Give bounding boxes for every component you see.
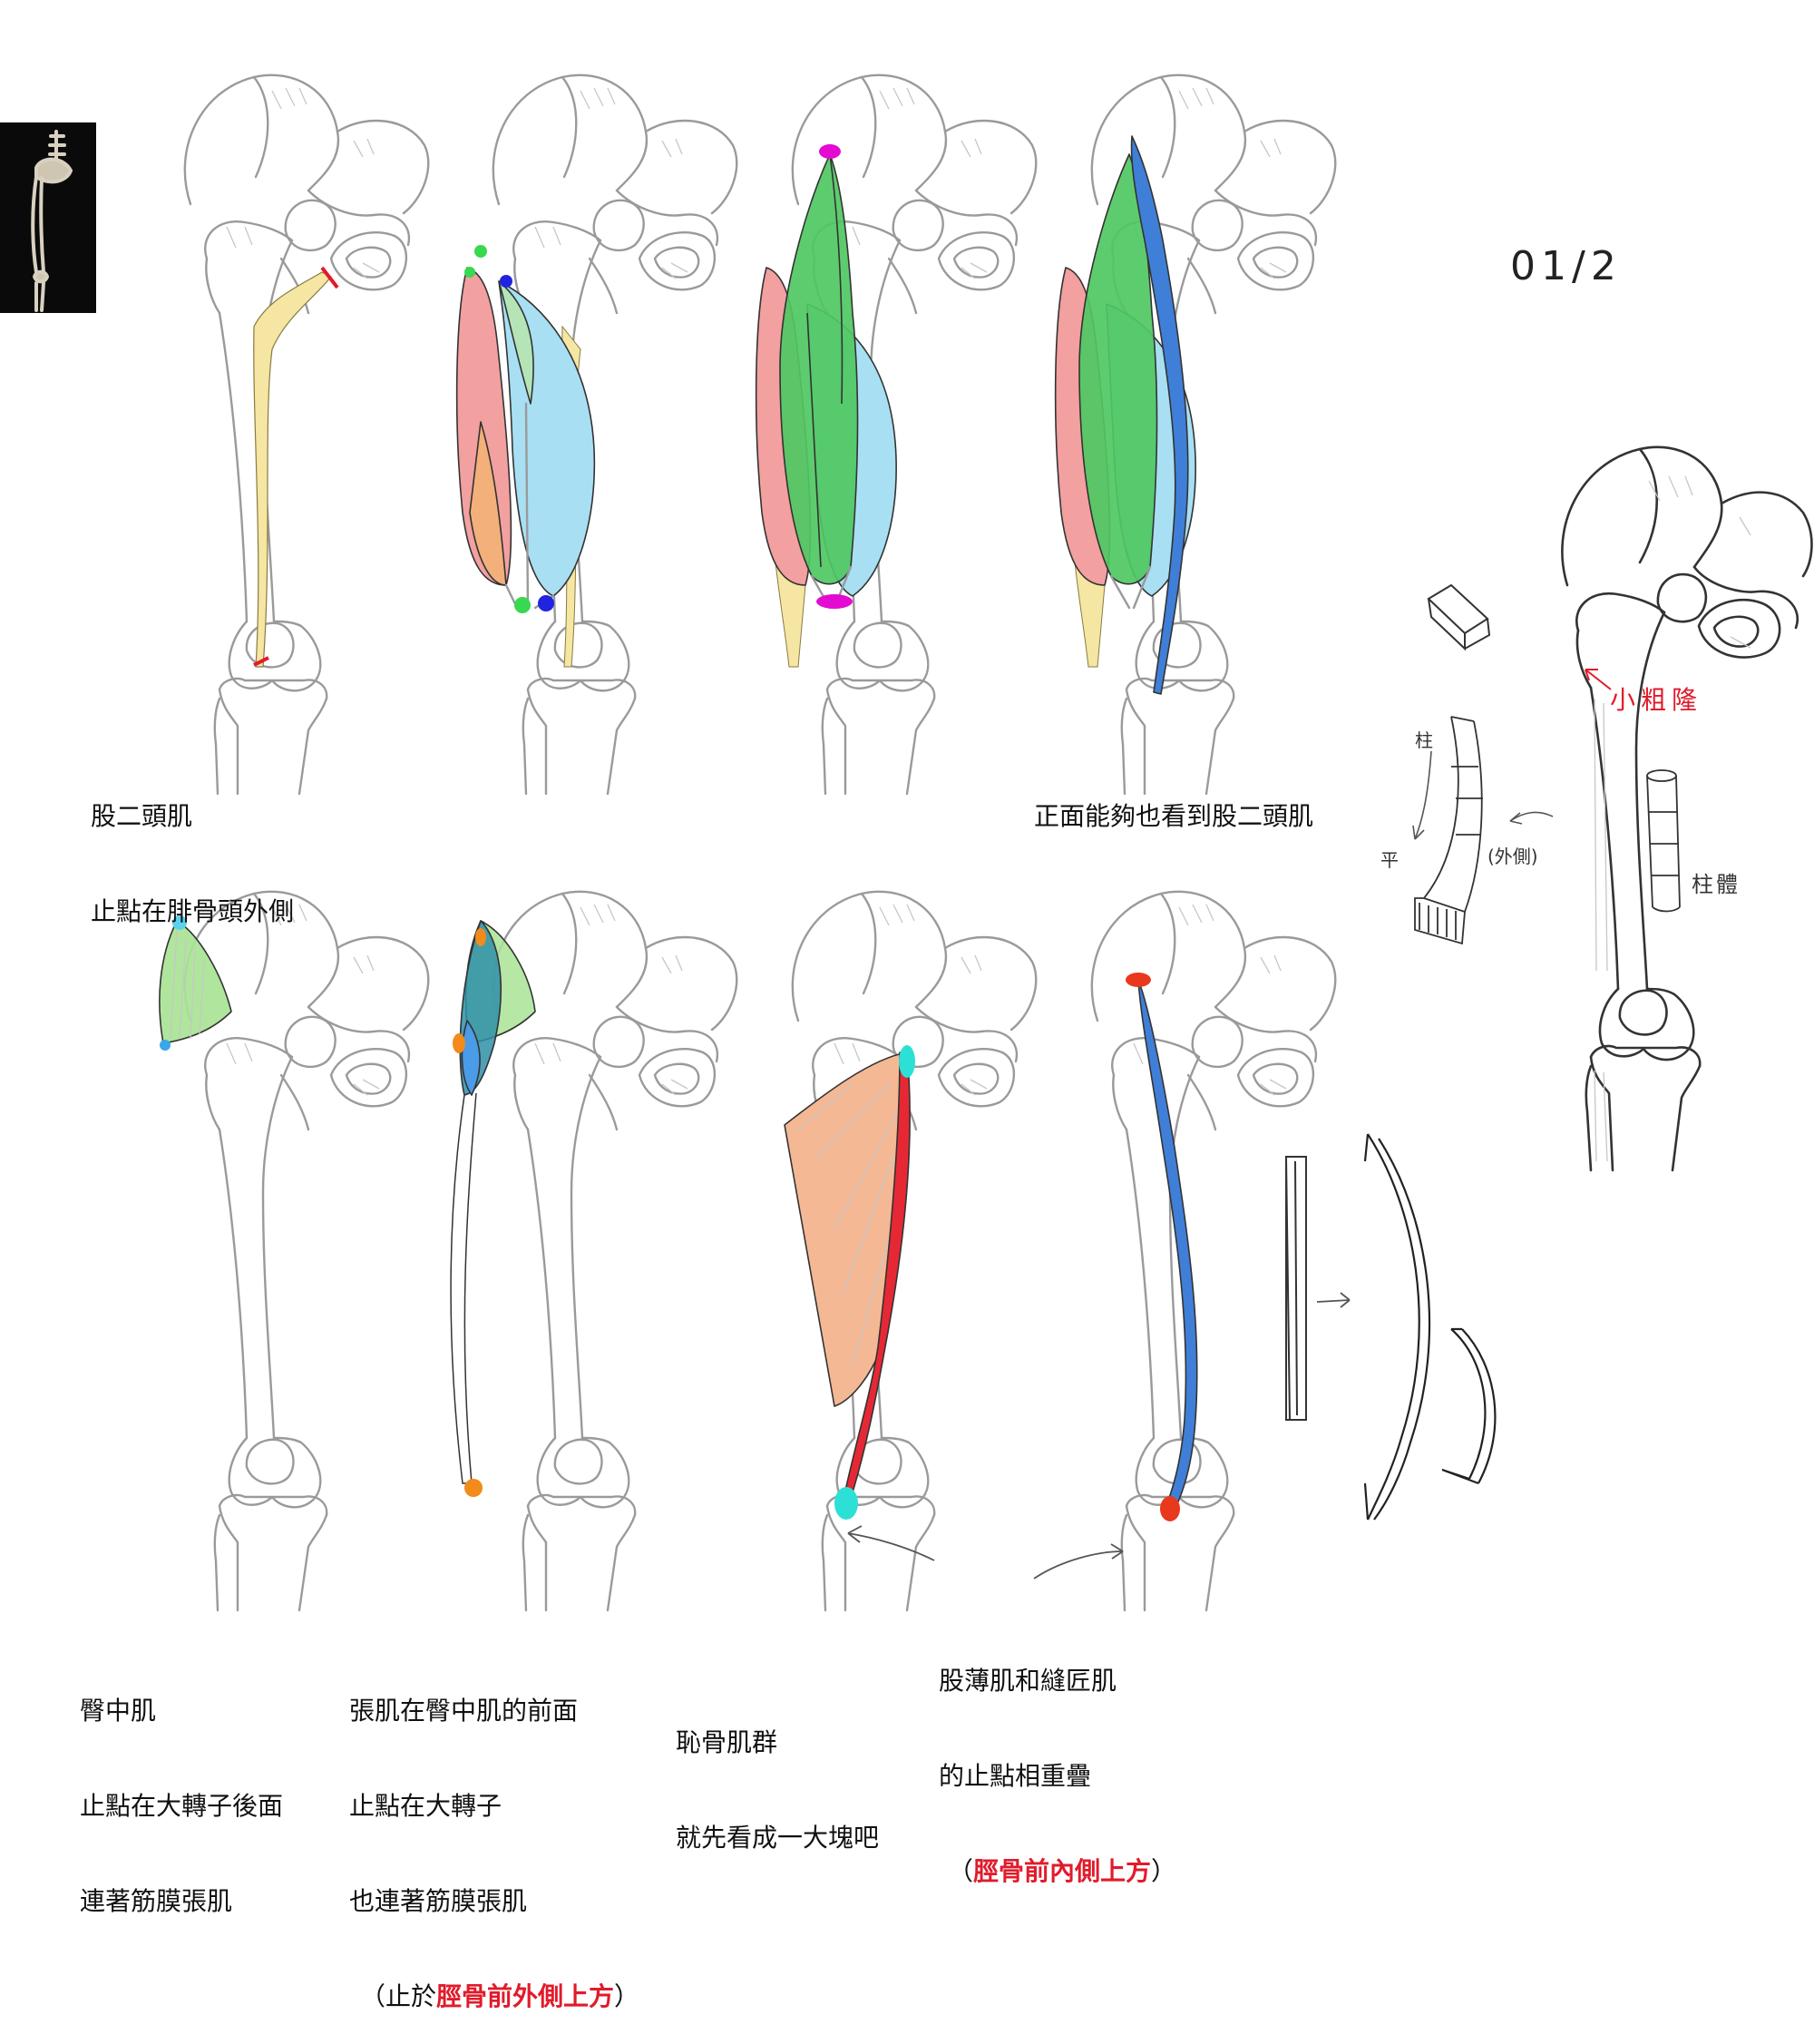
caption-line: 止點在腓骨頭外側	[91, 896, 295, 926]
caption-line: （止於脛骨前外側上方）	[349, 1980, 639, 2012]
sketch-femur	[1561, 445, 1813, 1172]
origin-marker-blue	[500, 275, 512, 288]
trochanter-marker-orange	[453, 1033, 465, 1053]
caption-line: （脛骨前內側上方）	[939, 1855, 1176, 1887]
panel-front-view-biceps	[1054, 73, 1337, 796]
page-number: 01/2	[1510, 243, 1622, 289]
panel-tensor-fasciae-latae	[450, 890, 738, 1612]
caption-text: （	[948, 1856, 974, 1886]
panel-gluteus-medius	[159, 890, 430, 1612]
arrow-column-to-flat	[1412, 750, 1432, 840]
arrow-straight-to-curved	[1316, 1292, 1351, 1308]
shape-straight	[1285, 1156, 1307, 1421]
biceps-femoris-tendon	[253, 271, 332, 668]
insertion-marker-blue	[538, 595, 554, 611]
anatomy-illustration	[0, 73, 1813, 1612]
caption-highlight: 脛骨前內側上方	[973, 1856, 1152, 1886]
shape-curved-large	[1363, 1133, 1431, 1521]
column-sketch-curved	[1414, 716, 1483, 945]
caption-line: 就先看成一大塊吧	[676, 1823, 880, 1853]
caption-line: 正面能夠也看到股二頭肌	[1034, 801, 1314, 831]
caption-pubic-group: 恥骨肌群 就先看成一大塊吧	[676, 1663, 879, 1885]
caption-line: 恥骨肌群	[676, 1727, 778, 1757]
note-lesser-trochanter: 小粗隆	[1610, 685, 1703, 715]
insertion-marker-cyan	[160, 1040, 171, 1051]
origin-marker-red	[1126, 973, 1151, 987]
caption-line: 股二頭肌	[91, 801, 193, 831]
note-column: 柱	[1415, 729, 1433, 751]
caption-line: 止點在大轉子	[349, 1791, 502, 1821]
origin-marker-orange	[475, 928, 486, 946]
caption-line: 臀中肌	[80, 1696, 157, 1726]
insertion-marker-green	[514, 597, 531, 613]
panel-rectus-femoris	[755, 73, 1038, 796]
caption-line: 連著筋膜張肌	[80, 1886, 233, 1916]
insertion-marker-cyan	[834, 1487, 858, 1520]
box-sketch	[1427, 583, 1491, 651]
caption-text: ）	[1151, 1856, 1177, 1886]
origin-marker-cyan	[172, 915, 187, 930]
arrow-to-insertion-right	[1033, 1543, 1124, 1579]
panel-biceps-femoris	[183, 73, 430, 796]
caption-biceps-femoris: 股二頭肌 止點在腓骨頭外側	[91, 737, 294, 959]
caption-text: （止於	[360, 1981, 437, 2011]
panel-gracilis-sartorius	[1090, 890, 1337, 1612]
arrow-lateral	[1509, 811, 1554, 825]
note-flat: 平	[1380, 849, 1399, 871]
caption-highlight: 脛骨前外側上方	[436, 1981, 615, 2011]
note-column-body: 柱體	[1692, 872, 1741, 897]
origin-marker-green	[474, 245, 487, 258]
caption-front-view: 正面能夠也看到股二頭肌	[1034, 737, 1313, 864]
arrow-to-insertion-left	[847, 1525, 935, 1561]
rectus-femoris	[779, 153, 859, 585]
panel-adductors	[784, 890, 1038, 1612]
skeleton-reference-thumbnail	[0, 122, 96, 313]
caption-line: 股薄肌和縫匠肌	[939, 1666, 1117, 1696]
origin-marker-magenta	[819, 144, 841, 159]
note-lateral: (外側)	[1487, 846, 1538, 867]
shape-curved-small	[1441, 1327, 1497, 1485]
origin-marker-red	[320, 266, 339, 289]
caption-line: 也連著筋膜張肌	[349, 1886, 528, 1916]
panel-quadriceps	[455, 73, 738, 796]
arrow-lesser-trochanter	[1585, 669, 1612, 690]
caption-gluteus-medius: 臀中肌 止點在大轉子後面 連著筋膜張肌	[80, 1631, 283, 1949]
caption-line: 張肌在臀中肌的前面	[349, 1696, 579, 1726]
origin-marker-cyan	[899, 1045, 915, 1078]
caption-tensor-fasciae-latae: 張肌在臀中肌的前面 止點在大轉子 也連著筋膜張肌 （止於脛骨前外側上方）	[349, 1631, 639, 2044]
iliotibial-band	[450, 1092, 477, 1484]
insertion-marker-red	[253, 656, 269, 667]
caption-text: ）	[614, 1981, 640, 2011]
cylinder-sketch	[1646, 769, 1681, 913]
caption-gracilis-sartorius: 股薄肌和縫匠肌 的止點相重疊 （脛骨前內側上方）	[939, 1601, 1176, 1919]
insertion-marker-orange	[464, 1479, 483, 1497]
adductor-group	[784, 1051, 909, 1407]
sartorius-long	[1137, 979, 1198, 1521]
caption-line: 止點在大轉子後面	[80, 1791, 284, 1821]
gluteus-medius	[159, 920, 232, 1044]
insertion-marker-red	[1160, 1496, 1180, 1521]
caption-line: 的止點相重疊	[939, 1761, 1092, 1791]
insertion-marker-magenta	[816, 594, 853, 609]
origin-marker-green-2	[464, 267, 475, 278]
sartorius	[1130, 135, 1189, 695]
